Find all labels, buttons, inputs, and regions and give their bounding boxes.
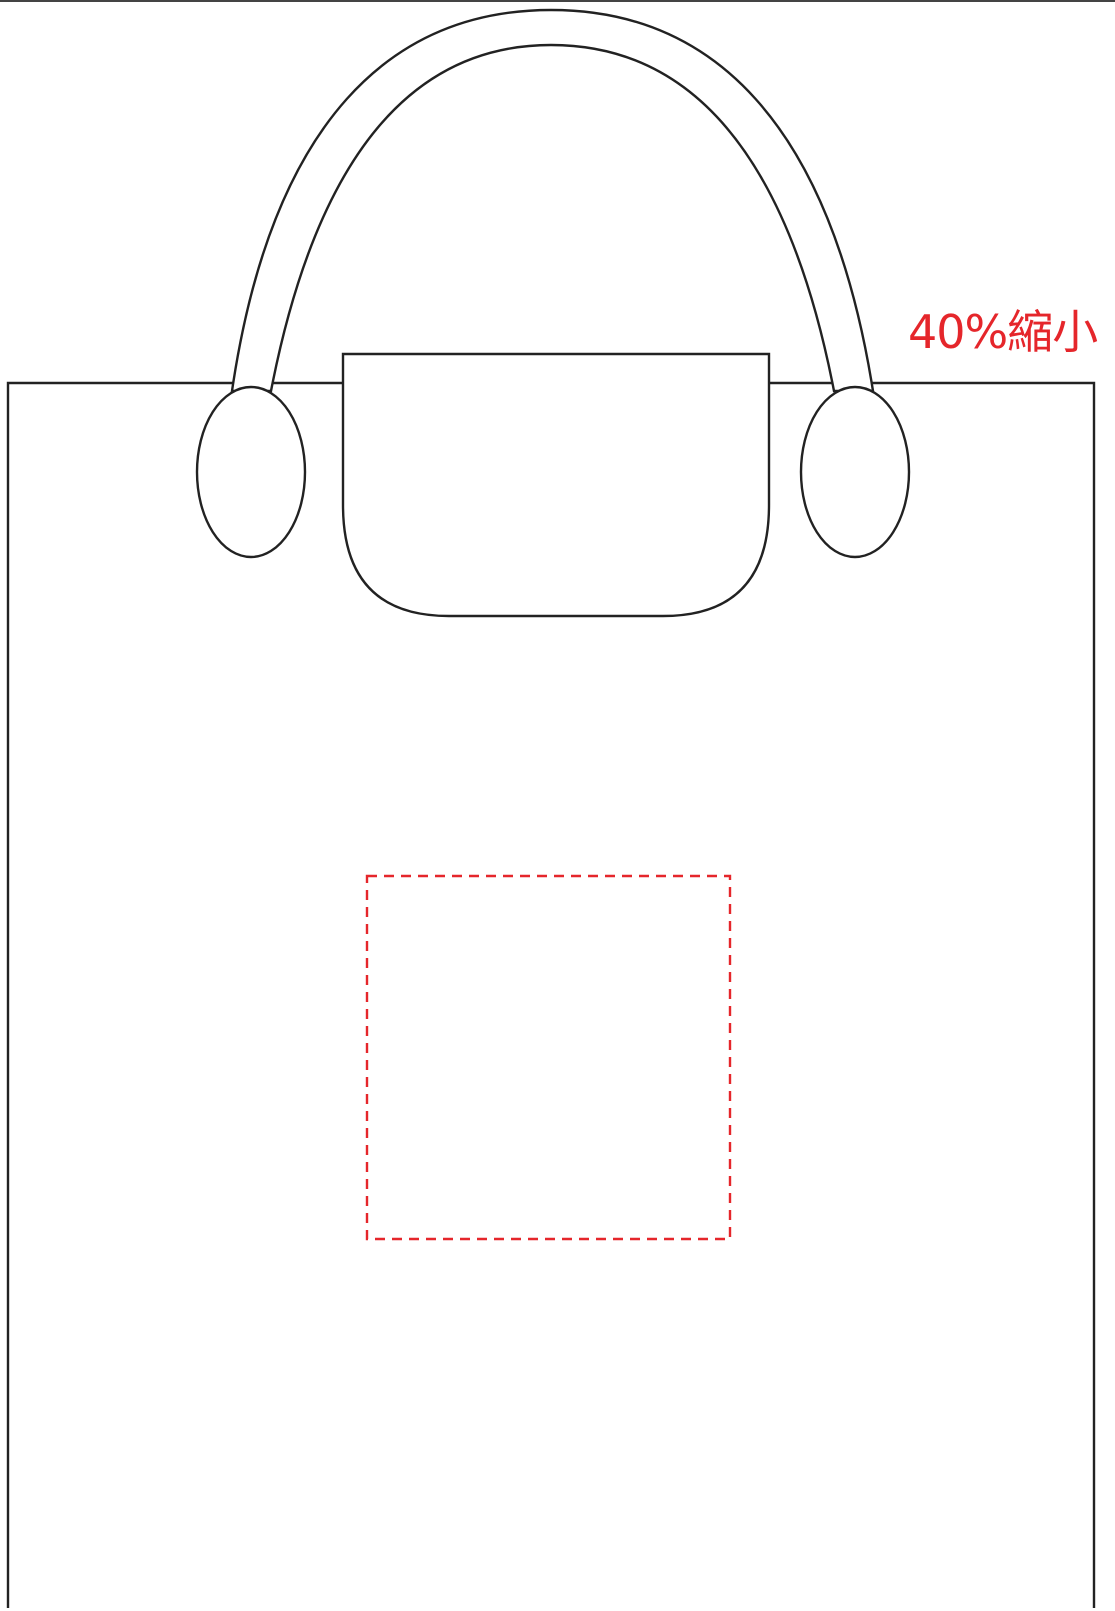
left-handle-rivet xyxy=(195,385,307,559)
bag-flap xyxy=(341,352,771,618)
bag-handle xyxy=(230,8,875,393)
right-handle-rivet xyxy=(799,385,911,559)
scale-annotation: 40%縮小 xyxy=(908,305,1098,359)
print-area xyxy=(365,874,732,1241)
